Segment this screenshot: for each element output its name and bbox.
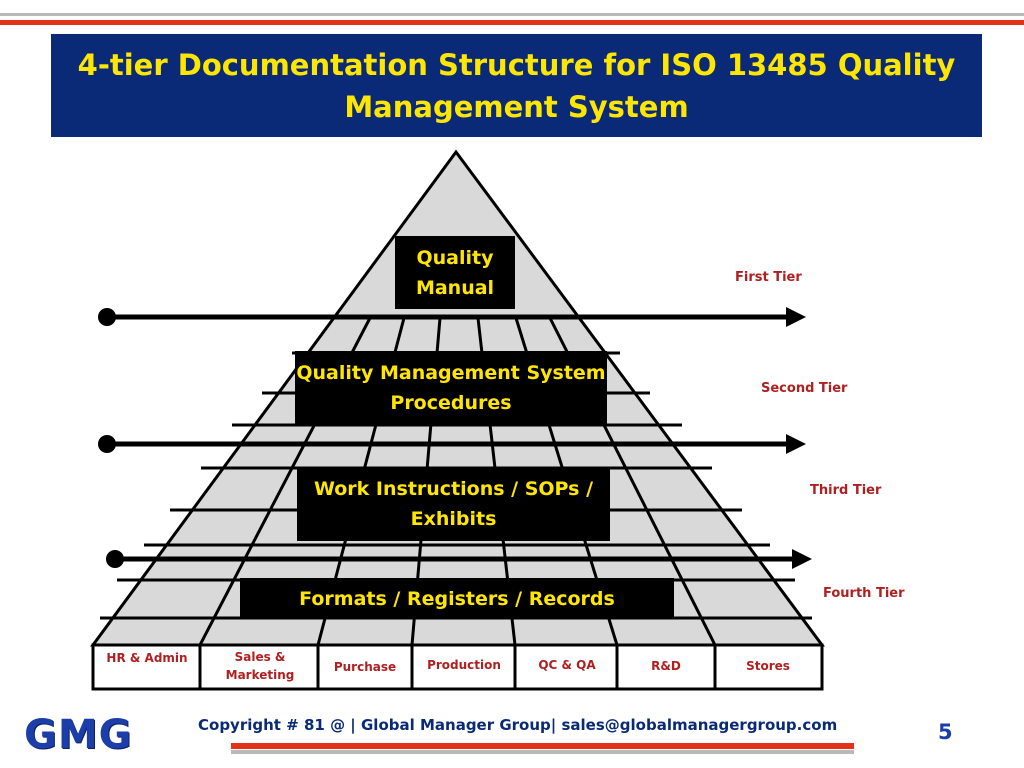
department-sales-marketing: Sales & Marketing	[225, 650, 295, 682]
top-grey-rule	[0, 0, 1024, 16]
tier-label-fourth: Fourth Tier	[823, 586, 905, 601]
top-red-rule	[0, 20, 1024, 25]
department-row	[91, 643, 824, 691]
tier-box-qms-procedures: Quality Management System Procedures	[295, 351, 607, 424]
tier-label-first: First Tier	[735, 270, 802, 285]
footer-copyright: Copyright # 81 @ | Global Manager Group|…	[198, 716, 838, 734]
department-rnd: R&D	[651, 659, 681, 673]
footer-grey-rule	[231, 750, 854, 754]
page-number: 5	[938, 720, 953, 744]
tier-arrow-3	[106, 549, 812, 569]
gmg-logo: GMG	[24, 712, 133, 758]
tier-arrow-1	[98, 307, 806, 327]
tier-arrow-2	[98, 434, 806, 454]
department-qc-qa: QC & QA	[538, 658, 596, 672]
department-purchase: Purchase	[333, 660, 397, 674]
title-banner: 4-tier Documentation Structure for ISO 1…	[51, 34, 982, 137]
tier-box-quality-manual: Quality Manual	[395, 236, 515, 309]
tier-label-third: Third Tier	[810, 483, 882, 498]
tier-box-work-instructions: Work Instructions / SOPs / Exhibits	[297, 467, 610, 541]
department-production: Production	[427, 658, 501, 672]
department-dividers	[198, 645, 717, 689]
tier-label-second: Second Tier	[761, 381, 848, 396]
department-hr-admin: HR & Admin	[106, 651, 188, 665]
slide-title: 4-tier Documentation Structure for ISO 1…	[77, 47, 956, 124]
department-stores: Stores	[746, 659, 790, 673]
tier-box-formats-records: Formats / Registers / Records	[240, 578, 674, 619]
footer-red-rule	[231, 743, 854, 749]
